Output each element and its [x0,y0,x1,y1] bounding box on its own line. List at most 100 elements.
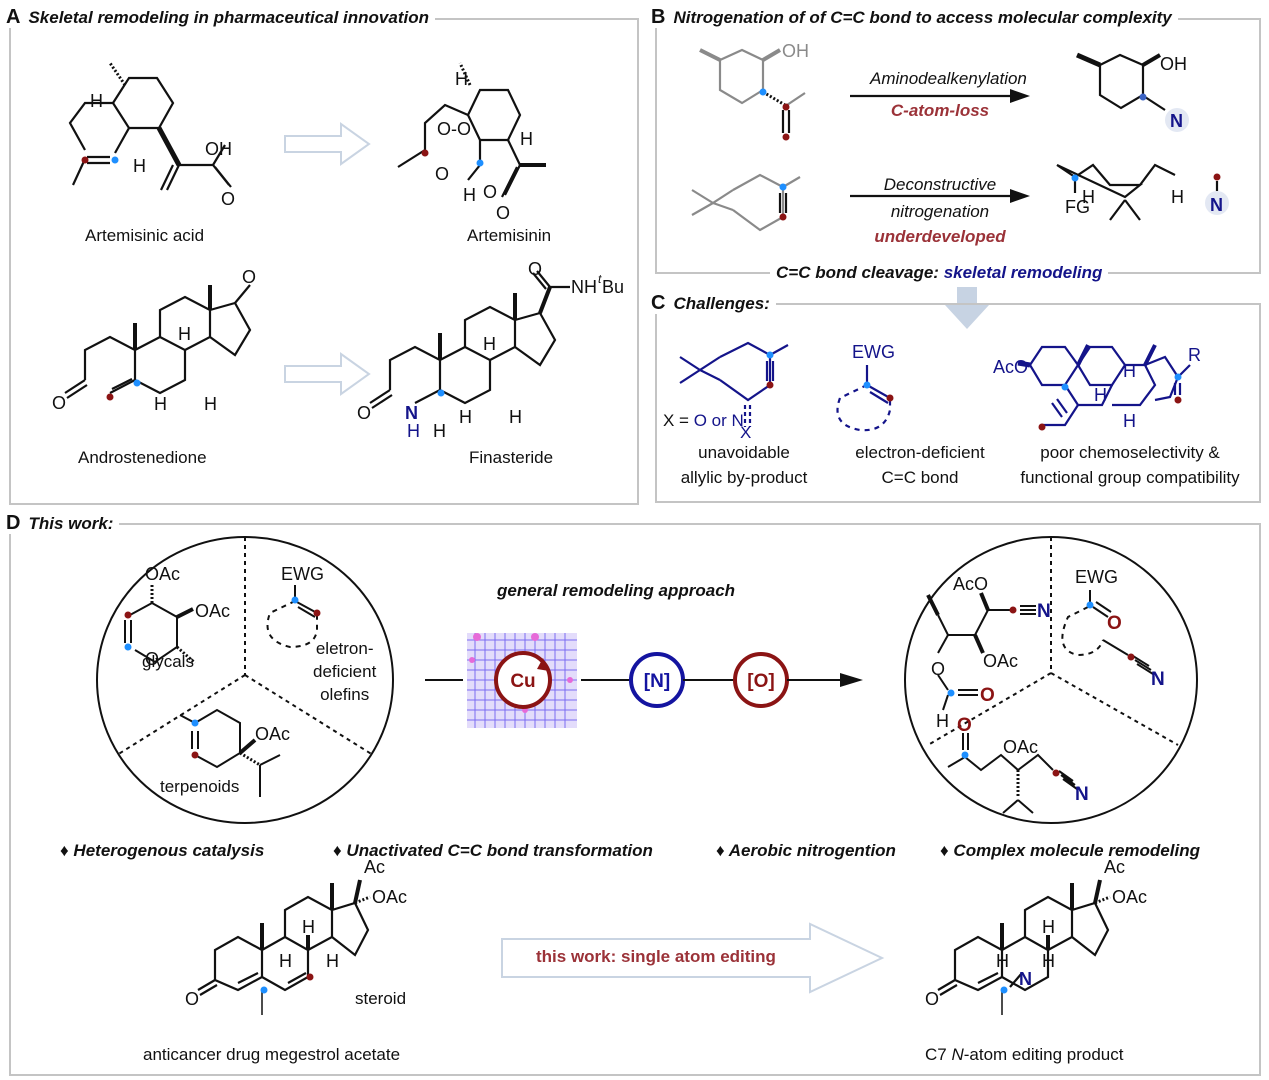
atom-label: O [980,685,995,706]
c7-n-editing-product-structure: Ac OAc O N H H H [925,857,1147,1015]
sector-label-glycals: glycals [142,652,194,671]
down-arrow-icon [945,287,989,329]
svg-text:H: H [463,185,476,205]
catalytic-chain: Cu [N] [O] [425,633,863,728]
atom-label: H [1171,187,1184,207]
atom-label: N [1170,111,1183,131]
product-cyclopropane-nitrogen: FG H H N [1056,163,1229,221]
svg-text:t: t [598,272,602,286]
svg-text:O: O [357,403,371,423]
atom-label: N [1075,784,1089,805]
svg-text:O: O [496,203,510,223]
atom-label: AcO [993,357,1028,377]
panel-b-footer: C=C bond cleavage: skeletal remodeling [770,263,1109,283]
atom-label: OAc [372,887,407,907]
compound-name-finasteride: Finasteride [469,448,554,467]
svg-text:H: H [520,129,533,149]
x-atom-label: X [740,423,752,442]
challenge-1-caption: unavoidable allylic by-product [664,440,824,490]
feature-text: Heterogenous catalysis [73,841,265,860]
substrate-terpene-alcohol: OH [699,41,809,141]
atom-label: OAc [255,724,290,744]
atom-label: H [1123,411,1136,431]
atom-label: Ac [1104,857,1125,877]
panel-a-title-text: Skeletal remodeling in pharmaceutical in… [28,8,429,27]
atom-label: O [185,989,199,1009]
feature-aerobic-nitrogenation: ♦ Aerobic nitrogention [716,840,896,861]
svg-text:Bu: Bu [602,277,624,297]
substrate-scope-circle: OAc OAc O EWG OAc [96,536,394,824]
panel-c-title-text: Challenges: [673,294,770,313]
compound-name-artemisinin: Artemisinin [467,226,552,245]
atom-label: N [1151,669,1165,690]
atom-label: OAc [145,564,180,584]
feature-text: Unactivated C=C bond transformation [346,841,653,860]
androstenedione-structure: O O H H H [52,267,256,414]
feature-unactivated-cc: ♦ Unactivated C=C bond transformation [333,840,653,861]
panel-d-title-text: This work: [28,514,114,533]
feature-complex-remodeling: ♦ Complex molecule remodeling [940,840,1200,861]
svg-text:H: H [407,421,420,441]
atom-label: EWG [1075,567,1118,587]
atom-label: H [302,917,315,937]
svg-text:H: H [509,407,522,427]
atom-label: OH [1160,54,1187,74]
atom-label: OAc [1112,887,1147,907]
atom-label: H [936,711,949,731]
svg-text:O: O [52,393,66,413]
svg-text:H: H [154,394,167,414]
feature-text: Complex molecule remodeling [953,841,1200,860]
atom-label: OAc [1003,737,1038,757]
svg-text:O: O [483,182,497,202]
svg-text:NH: NH [571,277,597,297]
single-atom-editing-label: this work: single atom editing [536,947,776,966]
atom-label: FG [1065,197,1090,217]
bullet-icon: ♦ [333,841,342,860]
panel-b-letter: B [651,6,666,28]
atom-label: H [1042,917,1055,937]
reaction-2-sublabel: underdeveloped [874,227,1006,246]
substrate-carene [691,173,801,232]
panel-a-title: A Skeletal remodeling in pharmaceutical i… [4,7,435,28]
atom-label: H [996,951,1009,971]
atom-label: AcO [953,574,988,594]
x-definition: X = O or N [663,410,744,431]
svg-text:H: H [178,324,191,344]
footer-highlight: skeletal remodeling [943,263,1103,282]
substrate-class-tag: steroid [355,989,407,1008]
atom-label: O [145,649,159,669]
atom-label: EWG [852,342,895,362]
hollow-arrow-icon [284,122,371,166]
product-caption-suffix: -atom editing product [963,1045,1124,1064]
x-definition-values: O or N [693,411,744,430]
feature-text: Aerobic nitrogention [728,841,896,860]
panel-d-letter: D [6,512,21,534]
atom-label: H [1094,385,1107,405]
approach-label: general remodeling approach [497,581,736,600]
panel-d-title: D This work: [4,512,120,534]
challenge-1-line2: allylic by-product [680,468,808,487]
bullet-icon: ♦ [716,841,725,860]
panel-d [9,523,1261,1076]
feature-heterogenous-catalysis: ♦ Heterogenous catalysis [60,840,264,861]
megestrol-acetate-structure: Ac OAc O H H H [185,857,407,1015]
challenge-carene-structure [679,341,789,427]
challenge-1-line1: unavoidable [698,443,790,462]
reaction-1-label: Aminodealkenylation [870,69,1027,88]
challenge-2-caption: electron-deficient C=C bond [840,440,1000,490]
atom-label: OH [205,139,232,159]
product-caption-prefix: C7 [925,1045,952,1064]
compound-name-artemisinic-acid: Artemisinic acid [85,226,205,245]
panel-b-title-text: Nitrogenation of of C=C bond to access m… [673,8,1172,27]
atom-label: N [1210,195,1223,215]
svg-text:N: N [405,403,418,423]
atom-label: R [1188,345,1201,365]
bullet-icon: ♦ [60,841,69,860]
reaction-2-label-line1: Deconstructive [883,175,997,194]
challenge-ewg-olefin-structure: EWG [836,342,895,432]
atom-label: H [1123,361,1136,381]
atom-label: H [1042,951,1055,971]
panel-a-letter: A [6,6,21,28]
atom-label: O [931,659,945,679]
